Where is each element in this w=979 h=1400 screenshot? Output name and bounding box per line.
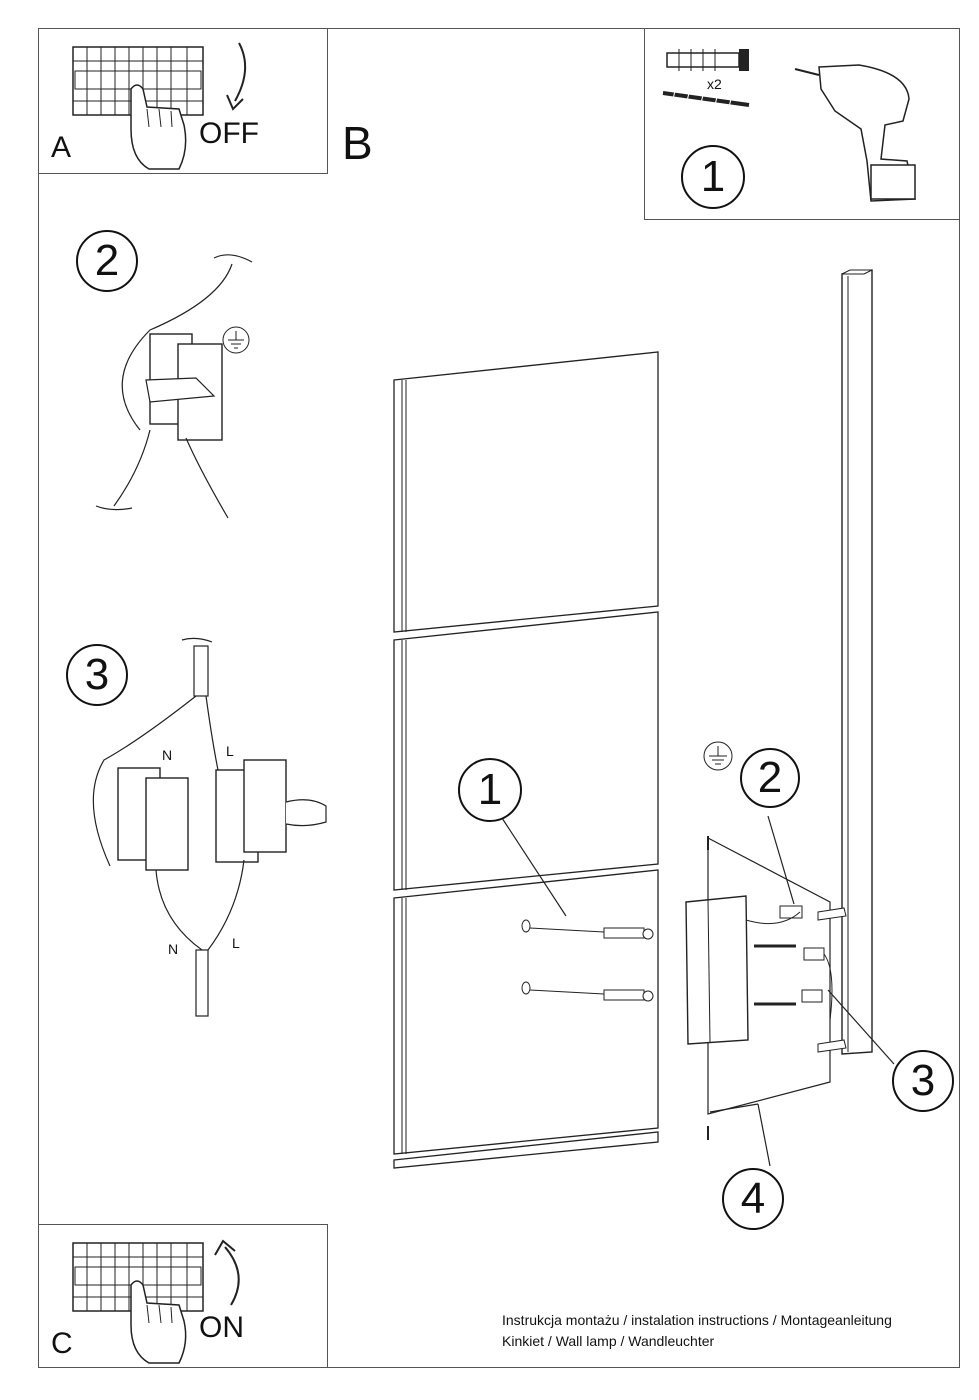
mounting-callout-1: 1 <box>458 758 522 822</box>
panel-a-letter: A <box>51 131 72 164</box>
footer-product-name: Kinkiet / Wall lamp / Wandleuchter <box>502 1333 715 1349</box>
instruction-sheet <box>38 28 960 1368</box>
screw-icon <box>662 90 750 108</box>
quantity-label: x2 <box>707 76 722 92</box>
panel-b-letter: B <box>342 117 373 169</box>
hand-icon <box>130 1280 187 1364</box>
mounting-callout-3: 3 <box>892 1050 954 1112</box>
hand-icon <box>130 84 187 170</box>
neutral-label-top: N <box>162 747 173 763</box>
tools-panel: x2 1 <box>644 28 960 220</box>
mounting-callout-2: 2 <box>740 748 800 808</box>
mounting-callout-1-number: 1 <box>477 765 503 814</box>
live-label-bottom: L <box>232 935 240 951</box>
on-label: ON <box>199 1311 244 1344</box>
drill-icon <box>794 64 916 202</box>
footer-instructions-title: Instrukcja montażu / instalation instruc… <box>502 1312 892 1328</box>
mounting-callout-2-number: 2 <box>757 753 783 802</box>
panel-a: A OFF <box>38 28 328 174</box>
mounting-callout-4: 4 <box>722 1168 784 1230</box>
live-label-top: L <box>226 743 234 759</box>
panel-c: C ON <box>38 1224 328 1368</box>
wiring-step-2-callout: 2 <box>76 230 138 292</box>
wiring-step-2-number: 2 <box>94 236 120 285</box>
mounting-callout-4-number: 4 <box>740 1174 766 1223</box>
wiring-step-3-callout: 3 <box>66 644 128 706</box>
tools-step-callout: 1 <box>681 145 745 209</box>
neutral-label-bottom: N <box>168 941 179 957</box>
tools-step-number: 1 <box>700 152 726 201</box>
mounting-callout-3-number: 3 <box>910 1056 936 1105</box>
off-label: OFF <box>199 117 259 150</box>
wall-plug-icon <box>666 49 749 71</box>
rotate-arrow-icon <box>226 42 246 111</box>
rotate-arrow-icon <box>214 1239 240 1306</box>
panel-c-letter: C <box>51 1327 73 1360</box>
wiring-step-3-number: 3 <box>84 650 110 699</box>
